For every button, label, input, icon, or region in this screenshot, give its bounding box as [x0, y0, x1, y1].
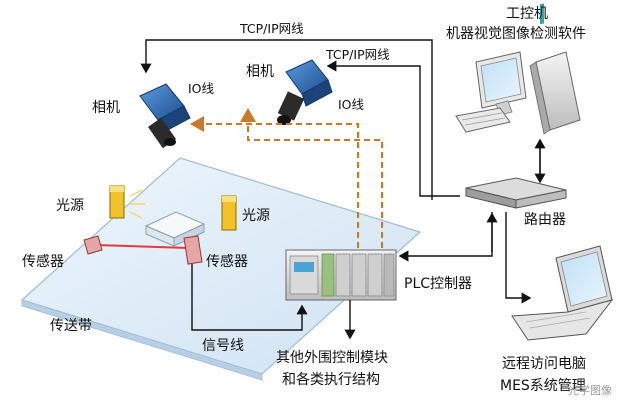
- router-device: [465, 177, 567, 209]
- signal-line-label: 信号线: [202, 338, 244, 354]
- tcp-ip-label-left: TCP/IP网线: [240, 21, 304, 36]
- industrial-pc: [455, 3, 581, 135]
- router-to-plc-line: [398, 212, 498, 262]
- camera-label-right: 相机: [246, 64, 274, 80]
- router-label: 路由器: [524, 212, 566, 228]
- sensor-left: [83, 235, 103, 255]
- io-label-left: IO线: [188, 81, 215, 96]
- light-label-left: 光源: [56, 198, 84, 214]
- product-object: [144, 211, 206, 247]
- laser-beam: [95, 244, 189, 249]
- signal-line: [191, 264, 308, 331]
- sensor-right: [183, 235, 203, 265]
- industrial-pc-label-title: 工控机: [506, 6, 548, 22]
- camera-left: [139, 83, 191, 149]
- plc-label: PLC控制器: [404, 276, 473, 292]
- sensor-label-right: 传感器: [206, 254, 248, 270]
- industrial-pc-label-software: 机器视觉图像检测软件: [446, 26, 586, 42]
- io-line-left: [190, 116, 359, 248]
- sensor-label-left: 传感器: [22, 254, 64, 270]
- light-source-left: [109, 185, 146, 219]
- peripheral-label-line2: 和各类执行结构: [282, 372, 380, 388]
- io-line-right: [240, 108, 383, 248]
- light-label-right: 光源: [242, 208, 270, 224]
- plc-controller: [285, 249, 397, 301]
- tcp-ip-label-right: TCP/IP网线: [326, 47, 390, 62]
- router-to-laptop-line: [505, 212, 532, 304]
- conveyor-label: 传送带: [50, 318, 92, 334]
- camera-label-left: 相机: [92, 100, 120, 116]
- io-label-right: IO线: [338, 97, 365, 112]
- remote-pc-label-line1: 远程访问电脑: [502, 356, 586, 372]
- light-source-right: [221, 195, 237, 231]
- remote-laptop: [511, 245, 614, 341]
- watermark: 光学图像: [568, 384, 612, 397]
- tcp-ip-line-left: [140, 39, 433, 200]
- tcp-ip-line-right: [326, 60, 460, 197]
- peripheral-label-line1: 其他外围控制模块: [276, 350, 388, 366]
- remote-pc-label-line2: MES系统管理: [500, 378, 586, 394]
- camera-right: [277, 59, 333, 125]
